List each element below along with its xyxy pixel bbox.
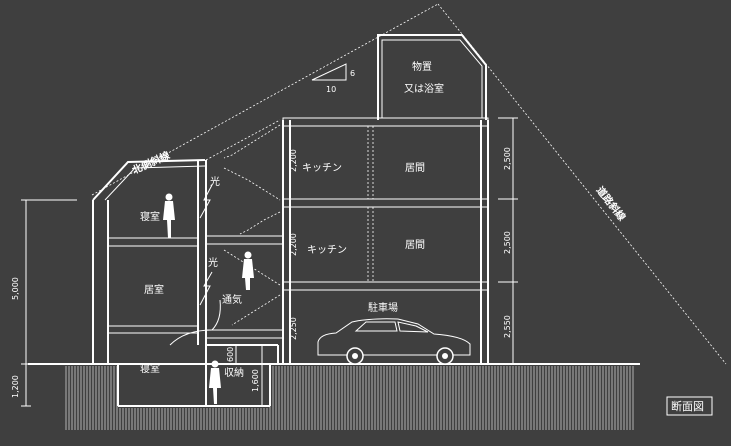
room-label-storage-basement: 収納 bbox=[224, 366, 244, 379]
light-label-upper: 光 bbox=[210, 175, 220, 188]
dim-right-2f: 2,500 bbox=[503, 231, 512, 254]
slope-run-label: 10 bbox=[326, 85, 336, 94]
dim-left-total: 5,000 bbox=[11, 277, 20, 300]
dim-left-basement: 1,200 bbox=[11, 375, 20, 398]
right-building bbox=[282, 34, 489, 364]
car bbox=[317, 318, 471, 365]
dim-right-3f: 2,500 bbox=[503, 147, 512, 170]
dim-floor-3f: 2,200 bbox=[289, 149, 298, 172]
ventilation-label: 通気 bbox=[222, 293, 242, 306]
person-figure-stair bbox=[242, 251, 254, 290]
room-label-living-left: 居室 bbox=[144, 283, 164, 296]
room-label-living-3f: 居間 bbox=[405, 162, 425, 174]
ground-hatching bbox=[65, 366, 634, 430]
light-label-lower: 光 bbox=[208, 256, 218, 269]
dim-floor-2f: 2,200 bbox=[289, 233, 298, 256]
room-label-bedroom-upper: 寝室 bbox=[140, 210, 160, 223]
dim-basement-lower: 1,600 bbox=[251, 369, 260, 392]
person-figures bbox=[163, 193, 254, 404]
dim-basement-upper: 600 bbox=[226, 347, 235, 362]
person-figure-upper bbox=[163, 193, 175, 238]
room-label-storage-roof-alt: 又は浴室 bbox=[404, 82, 444, 95]
dim-floor-1f: 2,250 bbox=[289, 317, 298, 340]
room-label-living-2f: 居間 bbox=[405, 239, 425, 251]
dim-right-1f: 2,550 bbox=[503, 315, 512, 338]
room-label-storage-roof: 物置 bbox=[412, 60, 432, 73]
slope-rise-label: 6 bbox=[350, 69, 355, 78]
drawing-title: 断面図 bbox=[671, 399, 704, 413]
room-label-kitchen-2f: キッチン bbox=[307, 244, 347, 256]
drawing-title-box bbox=[666, 396, 713, 416]
room-label-bedroom-basement: 寝室 bbox=[140, 362, 160, 375]
room-label-parking: 駐車場 bbox=[368, 301, 398, 314]
road-slant-label: 道路斜線 bbox=[594, 184, 629, 224]
person-figure-basement bbox=[209, 360, 221, 404]
left-building bbox=[92, 119, 282, 407]
dimension-lines bbox=[21, 117, 518, 407]
room-label-kitchen-3f: キッチン bbox=[302, 162, 342, 174]
